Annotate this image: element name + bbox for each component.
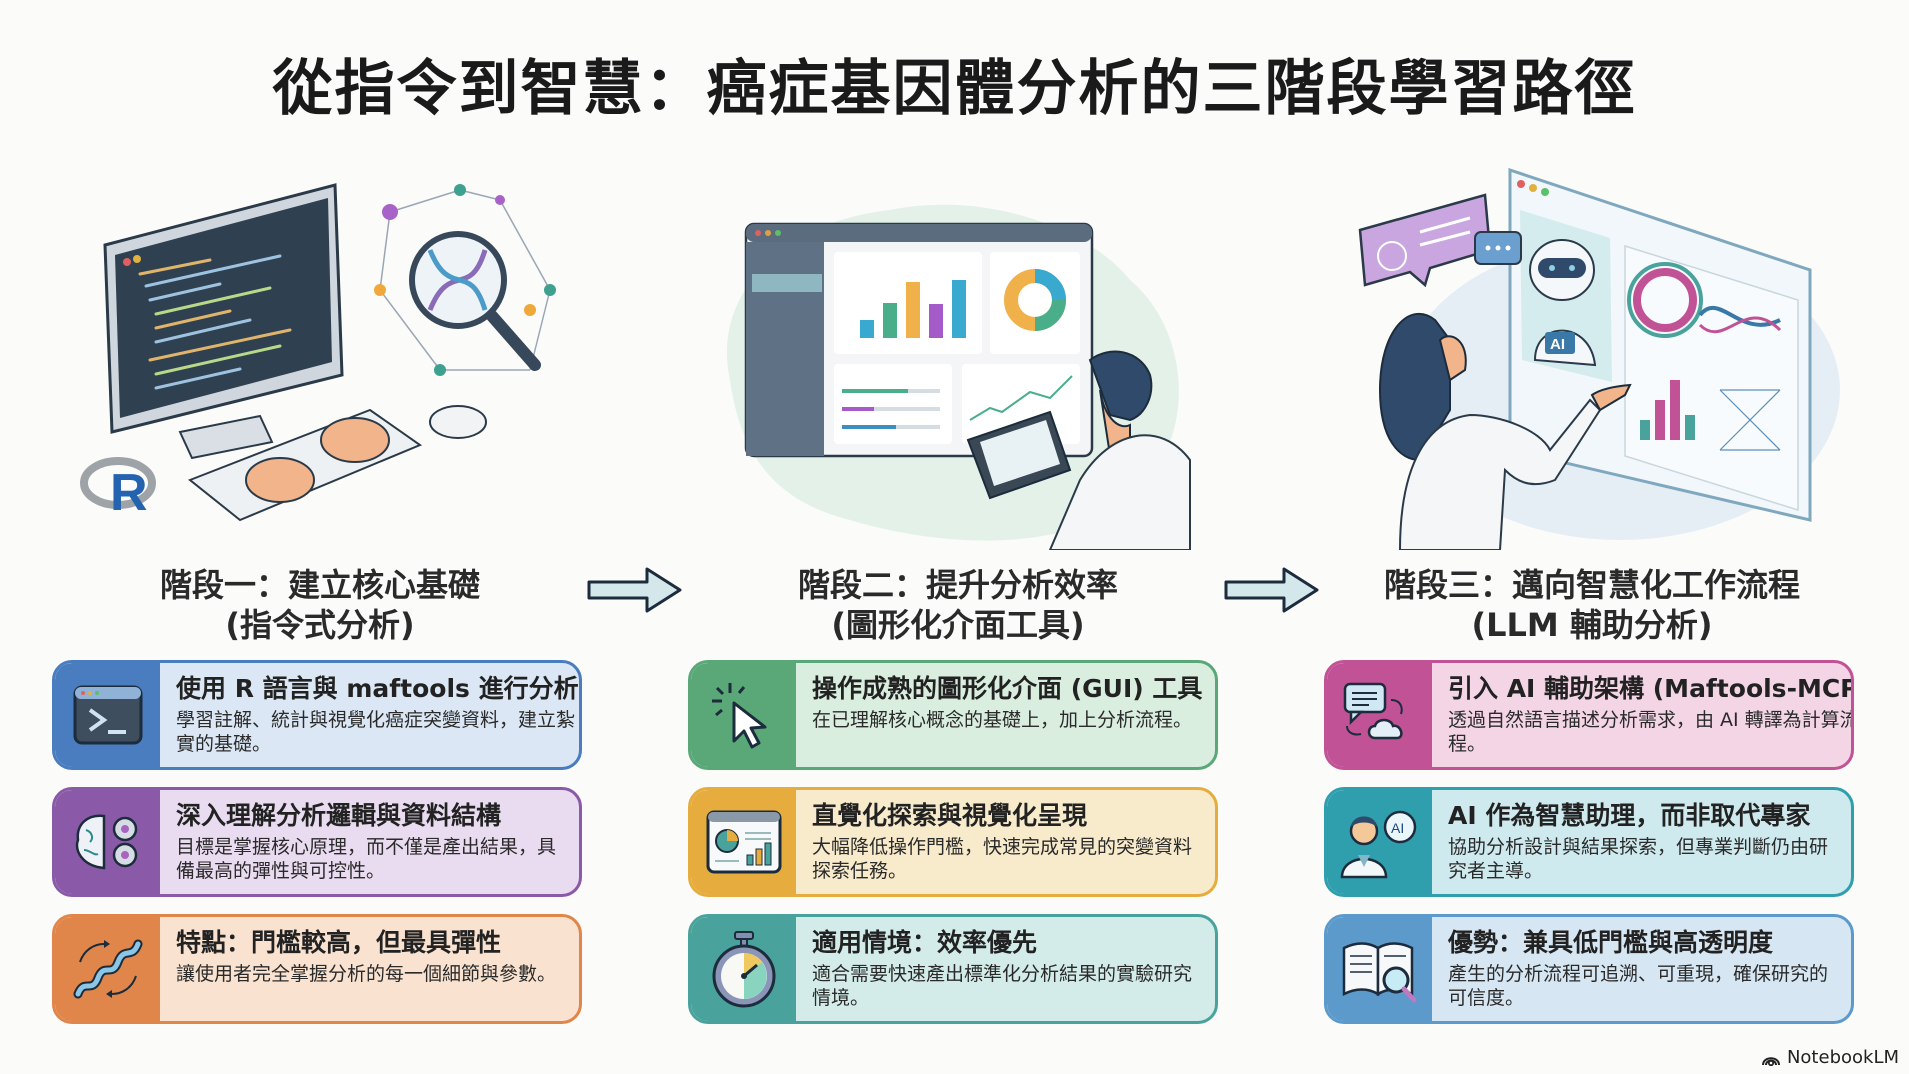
person-with-tablet: [966, 350, 1191, 550]
notebooklm-logo-icon: [1761, 1056, 1780, 1066]
hands-icon: [245, 417, 390, 503]
info-card: 深入理解分析邏輯與資料結構目標是掌握核心原理，而不僅是產出結果，具備最高的彈性與…: [52, 787, 582, 897]
stage-1-heading-line1: 階段一：建立核心基礎: [159, 566, 480, 604]
info-card: 使用 R 語言與 maftools 進行分析學習註解、統計與視覺化癌症突變資料，…: [52, 660, 582, 770]
stage-2-heading-line1: 階段二：提升分析效率: [797, 566, 1118, 604]
stopwatch-icon: [691, 917, 796, 1021]
card-title: 操作成熟的圖形化介面 (GUI) 工具: [812, 674, 1203, 703]
card-text: 適用情境：效率優先適合需要快速產出標準化分析結果的實驗研究情境。: [796, 917, 1215, 1021]
r-logo: R: [80, 457, 156, 522]
arrow-right-icon: [1224, 567, 1319, 613]
r-logo-text: R: [110, 464, 148, 522]
gui-window: [744, 222, 1094, 458]
stage-1-heading: 階段一：建立核心基礎 (指令式分析): [40, 565, 600, 645]
card-description: 大幅降低操作門檻，快速完成常見的突變資料探索任務。: [812, 836, 1193, 882]
stage-3-heading: 階段三：邁向智慧化工作流程 (LLM 輔助分析): [1312, 565, 1872, 645]
page-title: 從指令到智慧：癌症基因體分析的三階段學習路徑: [272, 54, 1637, 124]
card-title: 深入理解分析邏輯與資料結構: [176, 801, 502, 830]
robot-icon: AI: [1529, 239, 1597, 367]
brain-gears-icon: [55, 790, 160, 894]
researcher-woman: [1378, 313, 1632, 550]
doctor-ai-icon: AI: [1327, 790, 1432, 894]
card-text: 深入理解分析邏輯與資料結構目標是掌握核心原理，而不僅是產出結果，具備最高的彈性與…: [160, 790, 579, 894]
card-text: 直覺化探索與視覺化呈現大幅降低操作門檻，快速完成常見的突變資料探索任務。: [796, 790, 1215, 894]
info-card: 適用情境：效率優先適合需要快速產出標準化分析結果的實驗研究情境。: [688, 914, 1218, 1024]
info-card: 優勢：兼具低門檻與高透明度產生的分析流程可追溯、可重現，確保研究的可信度。: [1324, 914, 1854, 1024]
illustration-stage-2: [726, 204, 1191, 550]
card-description: 目標是掌握核心原理，而不僅是產出結果，具備最高的彈性與可控性。: [176, 836, 557, 882]
illustration-stage-1: R: [80, 183, 556, 522]
card-description: 協助分析設計與結果探索，但專業判斷仍由研究者主導。: [1448, 836, 1829, 882]
magnifier-icon: [409, 231, 541, 371]
card-text: 優勢：兼具低門檻與高透明度產生的分析流程可追溯、可重現，確保研究的可信度。: [1432, 917, 1851, 1021]
card-title: 引入 AI 輔助架構 (Maftools-MCP): [1448, 674, 1854, 703]
typing-bubble-icon: [1474, 231, 1522, 265]
info-card: AI AI 作為智慧助理，而非取代專家協助分析設計與結果探索，但專業判斷仍由研究者…: [1324, 787, 1854, 897]
dashboard-icon: [691, 790, 796, 894]
chat-bubble-brain-icon: [1358, 193, 1492, 288]
info-card: 操作成熟的圖形化介面 (GUI) 工具在已理解核心概念的基礎上，加上分析流程。: [688, 660, 1218, 770]
brand-name: NotebookLM: [1786, 1047, 1899, 1068]
stage-3-heading-line1: 階段三：邁向智慧化工作流程: [1383, 566, 1800, 604]
chat-cloud-icon: [1327, 663, 1432, 767]
card-text: 引入 AI 輔助架構 (Maftools-MCP) 透過自然語言描述分析需求，由 …: [1432, 663, 1854, 767]
terminal-icon: [55, 663, 160, 767]
card-title: 使用 R 語言與 maftools 進行分析: [176, 674, 579, 703]
svg-text:AI: AI: [1391, 820, 1404, 836]
card-title: AI 作為智慧助理，而非取代專家: [1448, 801, 1811, 830]
card-title: 適用情境：效率優先: [812, 928, 1038, 957]
card-description: 學習註解、統計與視覺化癌症突變資料，建立紮實的基礎。: [176, 709, 576, 755]
info-card: 直覺化探索與視覺化呈現大幅降低操作門檻，快速完成常見的突變資料探索任務。: [688, 787, 1218, 897]
dna-cycle-icon: [55, 917, 160, 1021]
brand-footer: NotebookLM: [1761, 1047, 1899, 1068]
gene-network-icon: [374, 184, 556, 376]
card-text: 操作成熟的圖形化介面 (GUI) 工具在已理解核心概念的基礎上，加上分析流程。: [796, 663, 1215, 767]
illustration-stage-3: AI: [1358, 167, 1840, 550]
card-text: AI 作為智慧助理，而非取代專家協助分析設計與結果探索，但專業判斷仍由研究者主導…: [1432, 790, 1851, 894]
card-description: 讓使用者完全掌握分析的每一個細節與參數。: [176, 963, 557, 985]
card-title: 優勢：兼具低門檻與高透明度: [1448, 928, 1774, 957]
card-text: 使用 R 語言與 maftools 進行分析學習註解、統計與視覺化癌症突變資料，…: [160, 663, 579, 767]
mouse-icon: [429, 405, 487, 439]
stage-2-heading: 階段二：提升分析效率 (圖形化介面工具): [678, 565, 1238, 645]
info-card: 特點：門檻較高，但最具彈性讓使用者完全掌握分析的每一個細節與參數。: [52, 914, 582, 1024]
card-description: 適合需要快速產出標準化分析結果的實驗研究情境。: [812, 963, 1193, 1009]
card-title: 直覺化探索與視覺化呈現: [812, 801, 1088, 830]
stage-1-heading-line2: (指令式分析): [225, 606, 415, 644]
card-description: 在已理解核心概念的基礎上，加上分析流程。: [812, 709, 1193, 731]
card-description: 產生的分析流程可追溯、可重現，確保研究的可信度。: [1448, 963, 1829, 1009]
card-text: 特點：門檻較高，但最具彈性讓使用者完全掌握分析的每一個細節與參數。: [160, 917, 579, 1021]
stage-3-heading-line2: (LLM 輔助分析): [1471, 606, 1713, 644]
card-description: 透過自然語言描述分析需求，由 AI 轉譯為計算流程。: [1448, 709, 1854, 755]
stage-2-heading-line2: (圖形化介面工具): [831, 606, 1085, 644]
info-card: 引入 AI 輔助架構 (Maftools-MCP) 透過自然語言描述分析需求，由 …: [1324, 660, 1854, 770]
book-magnifier-icon: [1327, 917, 1432, 1021]
arrow-right-icon: [587, 567, 682, 613]
robot-ai-label: AI: [1550, 336, 1565, 353]
cursor-click-icon: [691, 663, 796, 767]
card-title: 特點：門檻較高，但最具彈性: [176, 928, 502, 957]
monitor-icon: [103, 183, 344, 460]
